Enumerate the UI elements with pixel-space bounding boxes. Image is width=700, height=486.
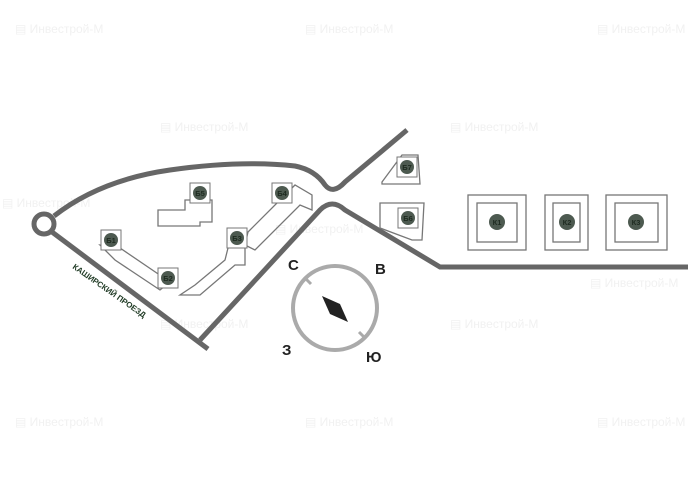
watermark: Инвестрой-М <box>305 415 394 429</box>
watermark: Инвестрой-М <box>590 276 679 290</box>
watermark: Инвестрой-М <box>450 317 539 331</box>
building-label: Б2 <box>163 274 173 283</box>
building-label: Б5 <box>195 189 205 198</box>
building-label: К3 <box>632 218 641 227</box>
compass-needle-icon <box>322 296 348 322</box>
road-label: КАШИРСКИЙ ПРОЕЗД <box>71 262 148 320</box>
kashirsky-road <box>50 230 210 351</box>
building-b7[interactable]: Б7 <box>396 156 418 178</box>
watermark: Инвестрой-М <box>160 120 249 134</box>
compass: С В З Ю <box>282 257 386 366</box>
building-k1[interactable]: К1 <box>489 214 505 230</box>
building-b6[interactable]: Б6 <box>397 207 419 229</box>
compass-east: В <box>375 261 386 278</box>
building-markers: Б1 Б2 Б3 Б4 Б5 Б6 Б7 К1 К2 К3 <box>100 156 644 289</box>
watermark: Инвестрой-М <box>2 196 91 210</box>
watermark: Инвестрой-М <box>15 22 104 36</box>
building-label: Б7 <box>402 163 412 172</box>
watermark: Инвестрой-М <box>597 415 686 429</box>
building-b1[interactable]: Б1 <box>100 229 122 251</box>
watermark: Инвестрой-М <box>15 415 104 429</box>
compass-west: З <box>282 342 291 359</box>
building-b5[interactable]: Б5 <box>189 182 211 204</box>
compass-ring <box>291 264 379 352</box>
building-label: К2 <box>563 218 572 227</box>
building-b4[interactable]: Б4 <box>271 182 293 204</box>
roads <box>31 128 688 351</box>
building-label: Б3 <box>232 234 242 243</box>
compass-south: Ю <box>366 349 381 366</box>
building-label: Б6 <box>403 214 413 223</box>
roundabout <box>31 211 57 237</box>
building-label: К1 <box>493 218 502 227</box>
building-label: Б4 <box>277 189 287 198</box>
building-k2[interactable]: К2 <box>559 214 575 230</box>
building-label: Б1 <box>106 236 116 245</box>
upper-road <box>52 128 409 218</box>
building-b2[interactable]: Б2 <box>157 267 179 289</box>
building-k3[interactable]: К3 <box>628 214 644 230</box>
watermark: Инвестрой-М <box>597 22 686 36</box>
lower-road <box>198 201 688 342</box>
compass-north: С <box>288 257 299 274</box>
watermark: Инвестрой-М <box>305 22 394 36</box>
building-b3[interactable]: Б3 <box>226 227 248 249</box>
watermark: Инвестрой-М <box>450 120 539 134</box>
